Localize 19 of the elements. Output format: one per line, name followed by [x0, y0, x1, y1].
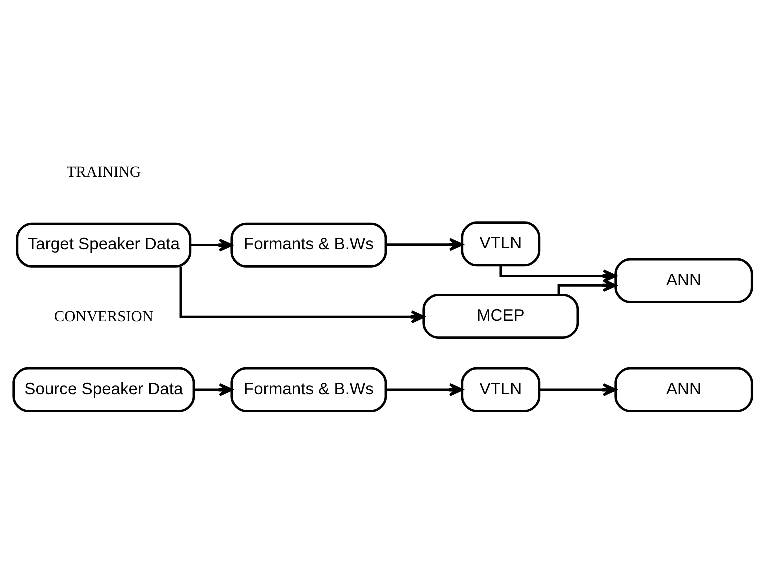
arrow [500, 265, 617, 282]
node-box: Source Speaker Data [12, 366, 196, 412]
node-box: Target Speaker Data [16, 222, 192, 268]
arrow [558, 278, 617, 295]
arrow [386, 382, 464, 396]
node-box: ANN [614, 366, 754, 412]
node-box: Formants & B.Ws [230, 222, 388, 268]
node-box: Formants & B.Ws [230, 366, 388, 412]
label: TRAINING [66, 164, 142, 181]
arrow [194, 382, 233, 396]
label: CONVERSION [54, 308, 154, 326]
node-box: MCEP [422, 293, 580, 338]
node-box: ANN [614, 258, 754, 303]
arrow [180, 266, 426, 324]
node-box: VTLN [461, 366, 541, 412]
arrow [190, 238, 233, 252]
arrow [540, 382, 617, 396]
arrow [386, 238, 464, 251]
node-box: VTLN [461, 221, 541, 266]
